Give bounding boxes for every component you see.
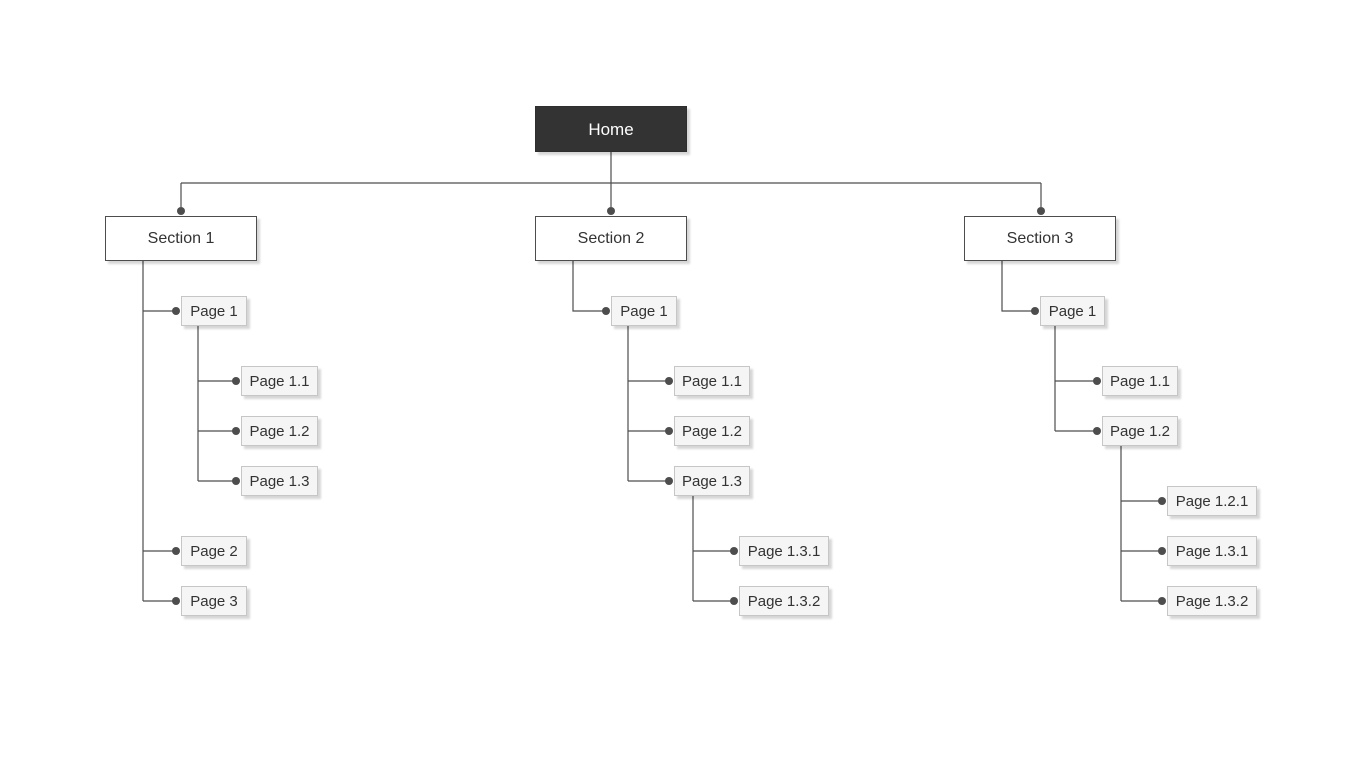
node-s2-page-1-3[interactable]: Page 1.3 (674, 466, 750, 496)
junction-dot (172, 547, 180, 555)
node-section-1[interactable]: Section 1 (105, 216, 257, 261)
junction-dot (1158, 597, 1166, 605)
connector-home-to-sections (180, 152, 1042, 207)
junction-dot (172, 307, 180, 315)
connector-section2-tree (572, 261, 734, 602)
junction-dot (730, 597, 738, 605)
node-s3-page-1[interactable]: Page 1 (1040, 296, 1105, 326)
node-s1-page-1[interactable]: Page 1 (181, 296, 247, 326)
node-section-2[interactable]: Section 2 (535, 216, 687, 261)
node-s1-page-3[interactable]: Page 3 (181, 586, 247, 616)
junction-dot (602, 307, 610, 315)
node-s3-page-1-2-1[interactable]: Page 1.2.1 (1167, 486, 1257, 516)
junction-dot (1093, 427, 1101, 435)
node-s2-page-1-2[interactable]: Page 1.2 (674, 416, 750, 446)
junction-dot (177, 207, 185, 215)
node-s2-page-1[interactable]: Page 1 (611, 296, 677, 326)
junction-dot (1031, 307, 1039, 315)
junction-dot (730, 547, 738, 555)
node-s1-page-1-3[interactable]: Page 1.3 (241, 466, 318, 496)
node-s3-page-1-2[interactable]: Page 1.2 (1102, 416, 1178, 446)
junction-dot (232, 427, 240, 435)
junction-dot (665, 427, 673, 435)
node-s3-page-1-1[interactable]: Page 1.1 (1102, 366, 1178, 396)
junction-dot (1158, 547, 1166, 555)
junction-dot (665, 377, 673, 385)
junction-dot (1158, 497, 1166, 505)
junction-dot (172, 597, 180, 605)
junction-dot (607, 207, 615, 215)
junction-dot (1037, 207, 1045, 215)
node-s1-page-1-1[interactable]: Page 1.1 (241, 366, 318, 396)
node-home[interactable]: Home (535, 106, 687, 152)
node-s2-page-1-1[interactable]: Page 1.1 (674, 366, 750, 396)
junction-dot (232, 377, 240, 385)
node-s2-page-1-3-2[interactable]: Page 1.3.2 (739, 586, 829, 616)
node-s1-page-2[interactable]: Page 2 (181, 536, 247, 566)
node-section-3[interactable]: Section 3 (964, 216, 1116, 261)
node-s1-page-1-2[interactable]: Page 1.2 (241, 416, 318, 446)
junction-dot (665, 477, 673, 485)
connector-dots (172, 207, 1166, 605)
connector-section3-tree (1001, 261, 1162, 602)
node-s3-page-1-3-2[interactable]: Page 1.3.2 (1167, 586, 1257, 616)
junction-dot (1093, 377, 1101, 385)
node-s3-page-1-3-1[interactable]: Page 1.3.1 (1167, 536, 1257, 566)
node-s2-page-1-3-1[interactable]: Page 1.3.1 (739, 536, 829, 566)
connector-section1-tree (142, 261, 236, 602)
connector-lines (142, 152, 1162, 602)
junction-dot (232, 477, 240, 485)
